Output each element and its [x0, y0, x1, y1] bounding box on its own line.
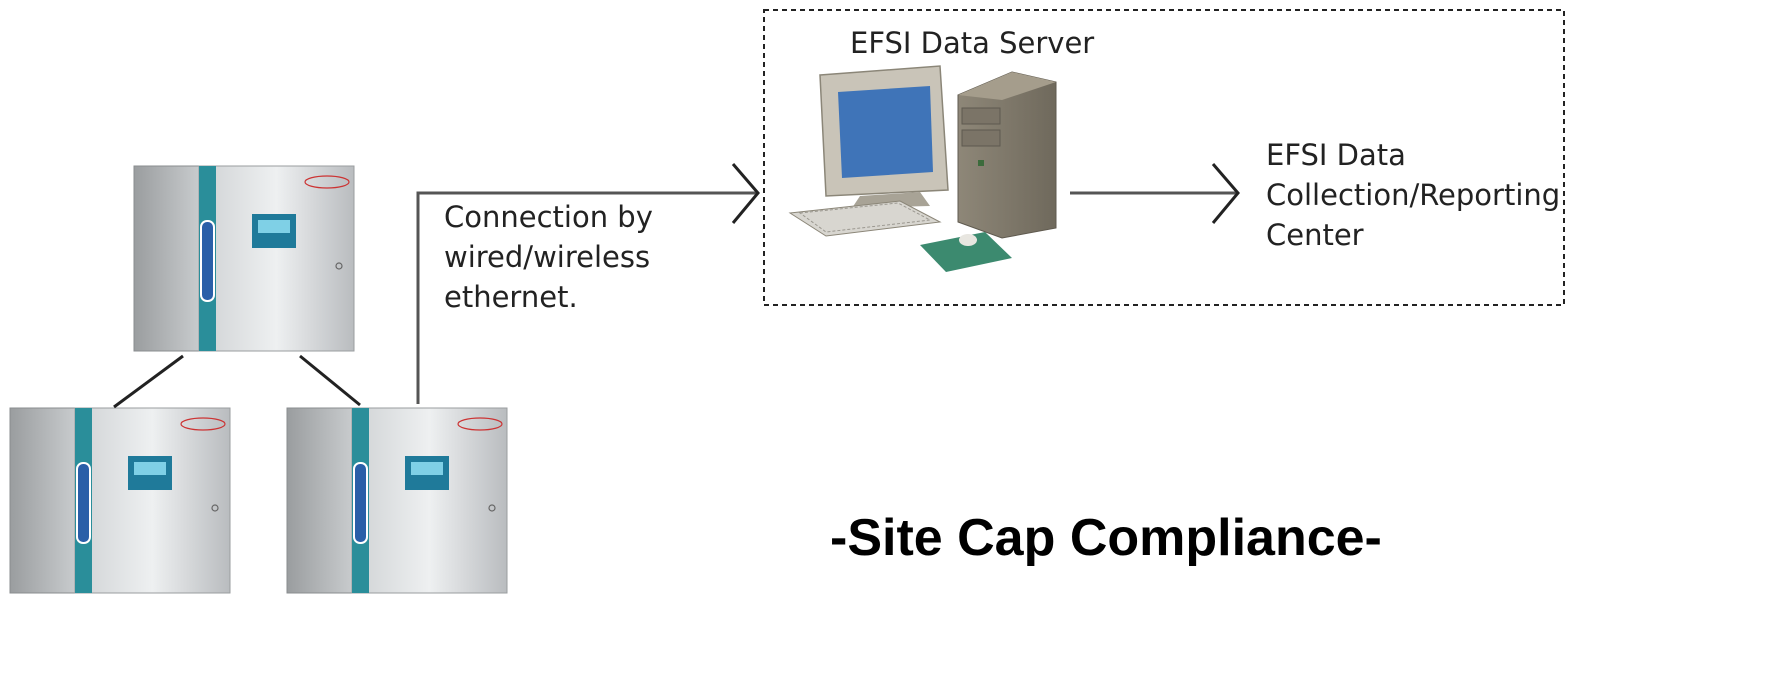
connection-label: Connection by wired/wireless ethernet.	[444, 197, 653, 317]
center-label-line: Collection/Reporting	[1266, 178, 1561, 212]
computer-icon	[788, 65, 1057, 272]
connection-arrowhead	[731, 163, 760, 224]
link-top-to-left	[113, 354, 184, 409]
server-label: EFSI Data Server	[850, 26, 1095, 60]
cabinet-top	[133, 165, 355, 352]
center-label-line: EFSI Data	[1266, 138, 1406, 172]
cabinet-bottom-right	[286, 407, 508, 594]
page-title: -Site Cap Compliance-	[830, 509, 1382, 567]
reporting-arrowhead	[1211, 163, 1240, 224]
ethernet-connection-line	[416, 191, 758, 404]
center-label-line: Center	[1266, 218, 1364, 252]
cabinet-bottom-left	[9, 407, 231, 594]
center-label: EFSI Data Collection/Reporting Center	[1266, 135, 1560, 255]
connection-label-line: wired/wireless	[444, 240, 651, 274]
link-top-to-right	[299, 354, 361, 407]
connection-label-line: Connection by	[444, 200, 653, 234]
connection-label-line: ethernet.	[444, 280, 578, 314]
server-boundary-box	[763, 9, 1565, 306]
